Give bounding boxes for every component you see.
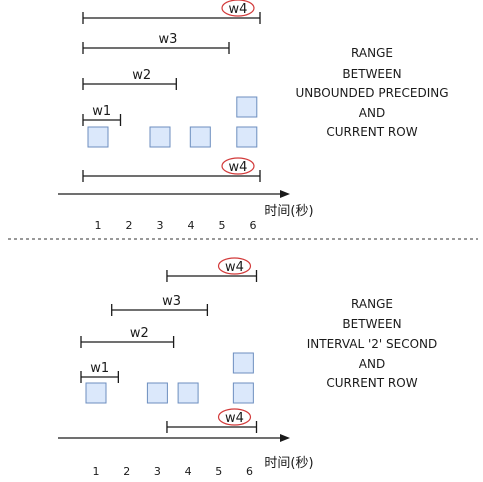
event-box xyxy=(177,382,199,404)
tick-label: 2 xyxy=(123,465,130,478)
tick-label: 6 xyxy=(246,465,253,478)
window-w2-label: w2 xyxy=(132,68,151,83)
current-window-w4-label: w4 xyxy=(225,411,244,426)
current-window-w4-highlight-ellipse xyxy=(221,157,255,175)
tick-label: 3 xyxy=(157,219,164,232)
axis-label: 时间(秒) xyxy=(264,456,313,471)
time-axis-arrowhead xyxy=(280,434,290,442)
window-w4-label: w4 xyxy=(225,260,244,275)
window-w4-label: w4 xyxy=(229,2,248,17)
tick-label: 1 xyxy=(93,465,100,478)
tick-label: 2 xyxy=(126,219,133,232)
caption-line: AND xyxy=(359,106,385,120)
caption-line: CURRENT ROW xyxy=(326,125,417,139)
event-box xyxy=(232,382,254,404)
caption-line: RANGE xyxy=(351,297,393,311)
caption-line: AND xyxy=(359,357,385,371)
tick-label: 1 xyxy=(95,219,102,232)
event-box xyxy=(87,126,109,148)
caption-line: INTERVAL '2' SECOND xyxy=(307,337,438,351)
window-w4-highlight-ellipse xyxy=(217,257,252,275)
axis-label: 时间(秒) xyxy=(264,204,313,219)
caption-line: UNBOUNDED PRECEDING xyxy=(295,86,448,100)
event-box xyxy=(85,382,107,404)
window-w1-label: w1 xyxy=(90,361,109,376)
event-box xyxy=(189,126,211,148)
event-box xyxy=(236,126,258,148)
window-w1-label: w1 xyxy=(92,104,111,119)
tick-label: 6 xyxy=(250,219,257,232)
tick-label: 3 xyxy=(154,465,161,478)
caption-line: BETWEEN xyxy=(342,67,401,81)
tick-label: 4 xyxy=(188,219,195,232)
window-w3-label: w3 xyxy=(159,32,178,47)
window-w3-label: w3 xyxy=(162,294,181,309)
window-w4-highlight-ellipse xyxy=(221,0,255,17)
time-axis-arrowhead xyxy=(280,190,290,198)
current-window-w4-label: w4 xyxy=(229,160,248,175)
caption-line: CURRENT ROW xyxy=(326,376,417,390)
panel-2: w4 w3 w2 w1 w4 1 2 3 4 5 6 时间(秒) RANGE BETWEEN INTERVA… xyxy=(58,257,438,478)
event-box xyxy=(146,382,168,404)
event-box xyxy=(236,96,258,118)
window-w2-label: w2 xyxy=(130,326,149,341)
tick-label: 5 xyxy=(215,465,222,478)
tick-label: 5 xyxy=(219,219,226,232)
event-box xyxy=(232,352,254,374)
panel-1: w4 w3 w2 w1 w4 1 2 3 4 5 6 时间(秒) RANGE BETWEEN UNBOUND… xyxy=(58,0,449,232)
caption-line: RANGE xyxy=(351,46,393,60)
event-box xyxy=(149,126,171,148)
caption-line: BETWEEN xyxy=(342,317,401,331)
tick-label: 4 xyxy=(185,465,192,478)
current-window-w4-highlight-ellipse xyxy=(217,408,252,426)
